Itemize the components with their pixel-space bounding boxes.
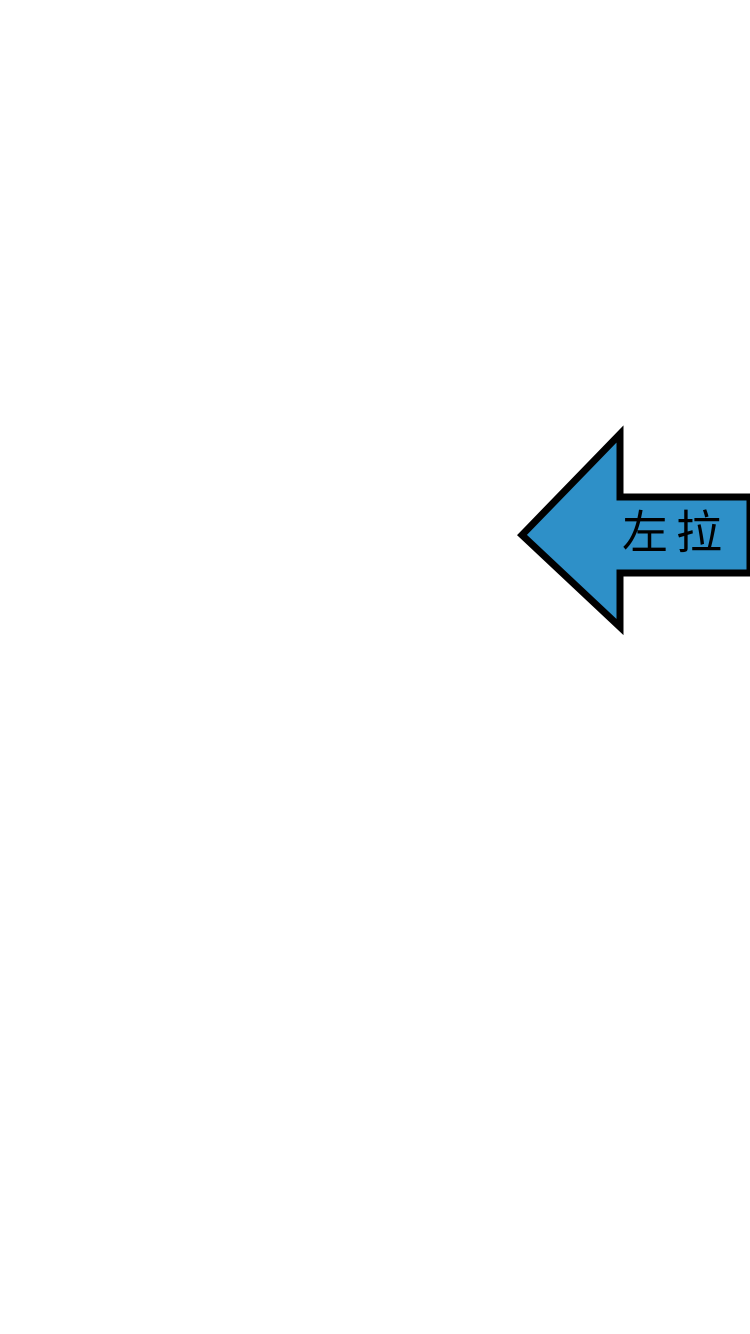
arrow-shape	[517, 425, 750, 636]
left-pull-arrow-overlay[interactable]: 左拉	[510, 425, 750, 640]
arrow-label: 左拉	[622, 506, 730, 560]
left-arrow-icon: 左拉	[517, 425, 750, 636]
